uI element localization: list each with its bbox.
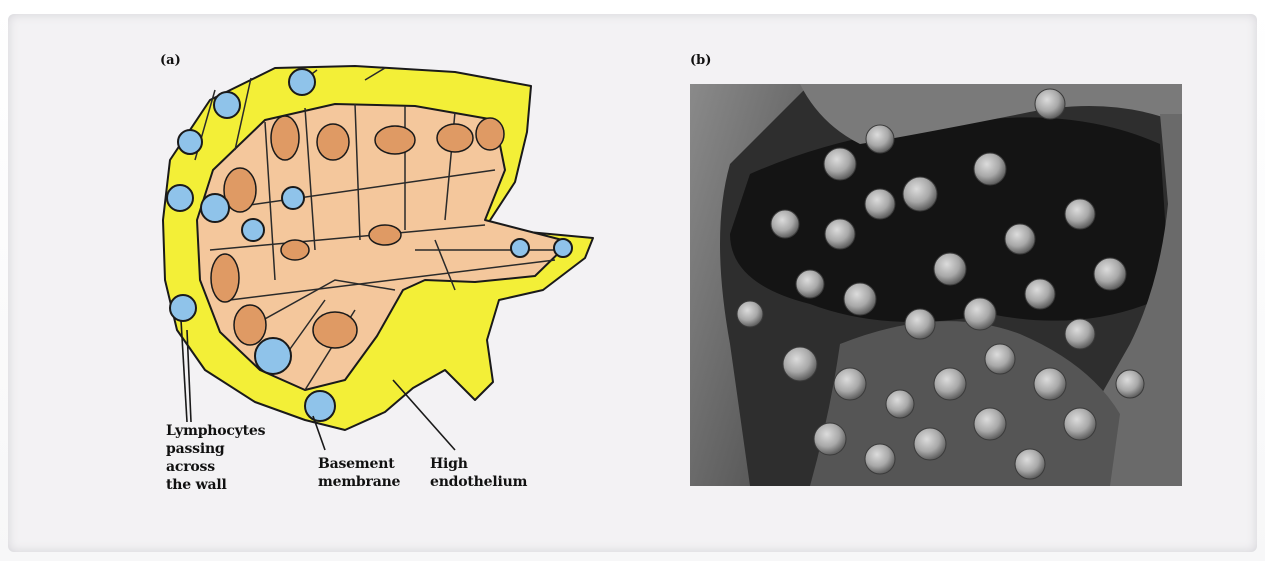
lymphocyte-7 xyxy=(242,219,264,241)
nucleus-3 xyxy=(375,126,415,154)
nucleus-11 xyxy=(369,225,401,245)
nucleus-1 xyxy=(271,116,299,160)
lymphocyte-12 xyxy=(554,239,572,257)
lymphocyte-6 xyxy=(282,187,304,209)
nucleus-7 xyxy=(211,254,239,302)
lymphocyte-1 xyxy=(214,92,240,118)
nucleus-4 xyxy=(437,124,473,152)
lymphocytes-callout: Lymphocytes passing across the wall xyxy=(166,422,265,494)
basement-membrane-callout: Basement membrane xyxy=(318,455,400,491)
nucleus-10 xyxy=(281,240,309,260)
lymphocyte-3 xyxy=(178,130,202,154)
lymphocyte-5 xyxy=(201,194,229,222)
nucleus-5 xyxy=(476,118,504,150)
nucleus-9 xyxy=(313,312,357,348)
lymphocyte-11 xyxy=(511,239,529,257)
micrograph-image xyxy=(690,84,1182,486)
nucleus-2 xyxy=(317,124,349,160)
panel-b-label: (b) xyxy=(690,53,711,68)
lymphocyte-10 xyxy=(305,391,335,421)
high-endothelium-callout: High endothelium xyxy=(430,455,527,491)
lymphocyte-8 xyxy=(170,295,196,321)
nucleus-8 xyxy=(234,305,266,345)
venule-diagram xyxy=(155,50,605,470)
lymphocyte-4 xyxy=(167,185,193,211)
lymphocyte-2 xyxy=(289,69,315,95)
lymphocyte-9 xyxy=(255,338,291,374)
